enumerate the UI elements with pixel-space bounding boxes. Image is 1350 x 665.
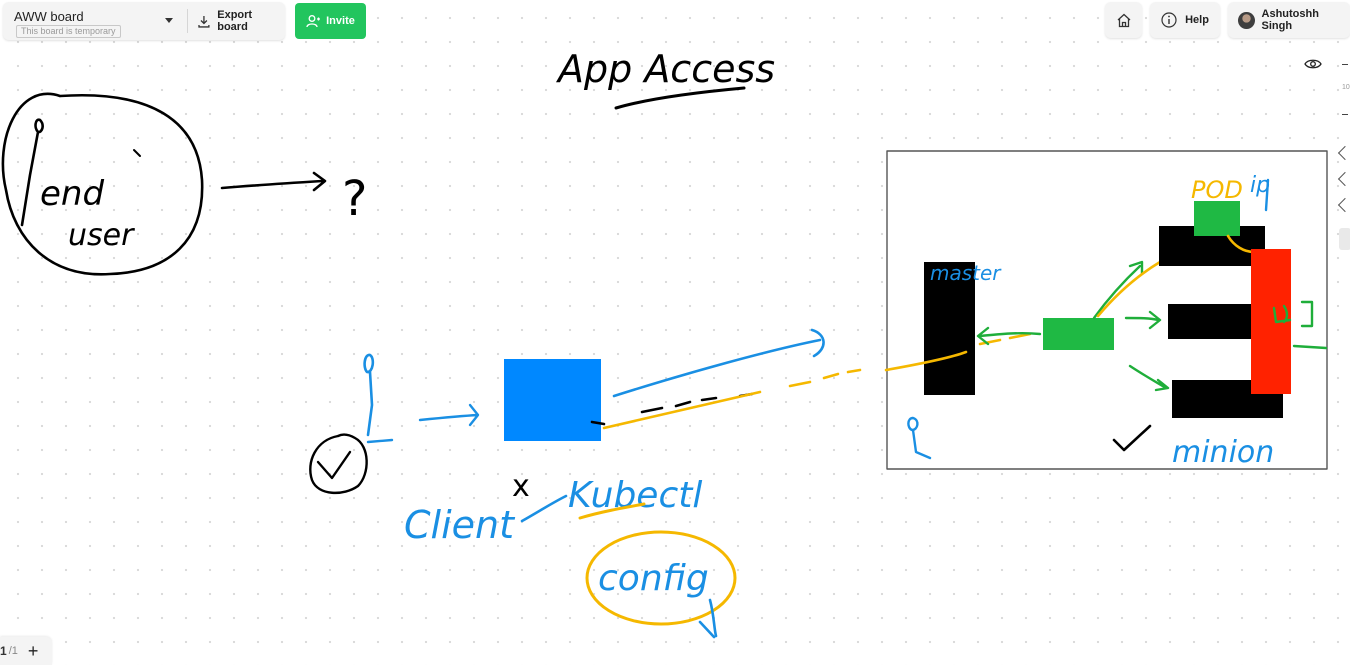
end-user-sketch: end user ? <box>1 92 367 276</box>
config-label: config <box>598 558 709 599</box>
service-box <box>1043 318 1114 350</box>
pod-box <box>1194 201 1240 236</box>
title-text: App Access <box>555 47 775 91</box>
view-mode-button[interactable] <box>1300 52 1326 76</box>
board-toolbar: AWW board This board is temporary Export… <box>3 2 285 40</box>
home-icon <box>1117 13 1130 27</box>
help-button[interactable]: Help <box>1150 2 1220 38</box>
add-page-button[interactable]: + <box>27 641 39 661</box>
board-name[interactable]: AWW board <box>14 9 84 24</box>
help-label: Help <box>1185 14 1209 26</box>
export-board-label: Export board <box>217 9 253 33</box>
client-label: Client <box>404 503 516 547</box>
chevron-down-icon[interactable] <box>165 18 174 23</box>
minion-label: minion <box>1172 435 1274 470</box>
board-status-badge: This board is temporary <box>16 25 121 38</box>
home-button[interactable] <box>1105 2 1142 38</box>
info-icon <box>1161 12 1177 28</box>
export-board-button[interactable]: Export board <box>188 2 285 40</box>
master-node <box>924 262 975 395</box>
zoom-level: 10 <box>1342 84 1350 91</box>
avatar <box>1238 11 1255 29</box>
end-user-label-2: user <box>68 218 135 253</box>
pod-label: POD <box>1191 176 1243 204</box>
page-navigator: 1 /1 + <box>0 637 52 665</box>
board-name-dropdown[interactable]: AWW board This board is temporary <box>3 2 187 40</box>
zoom-in-tick[interactable] <box>1342 64 1348 65</box>
end-user-label: end <box>40 174 104 214</box>
client-sketch: Client <box>309 353 516 547</box>
invite-label: Invite <box>326 15 355 27</box>
client-box <box>504 359 601 441</box>
zoom-out-tick[interactable] <box>1342 114 1348 115</box>
zoom-rail: 10 <box>1337 50 1350 280</box>
user-menu-button[interactable]: Ashutoshh Singh <box>1228 2 1350 38</box>
kubectl-label: Kubectl <box>568 475 702 516</box>
question-mark: ? <box>342 171 367 227</box>
rail-active-item[interactable] <box>1339 228 1350 250</box>
eye-icon <box>1304 59 1322 69</box>
config-circle <box>585 530 737 626</box>
invite-button[interactable]: Invite <box>295 3 366 39</box>
pod-ip-label: ip <box>1250 173 1270 198</box>
master-label: master <box>930 261 1002 285</box>
add-user-icon <box>306 15 321 28</box>
user-name: Ashutoshh Singh <box>1261 8 1319 32</box>
cross-mark: x <box>512 469 530 504</box>
title-underline <box>614 86 746 110</box>
download-icon <box>198 15 210 28</box>
toolbar-divider <box>187 9 189 33</box>
current-page: 1 <box>0 644 7 658</box>
total-pages: /1 <box>8 645 18 657</box>
